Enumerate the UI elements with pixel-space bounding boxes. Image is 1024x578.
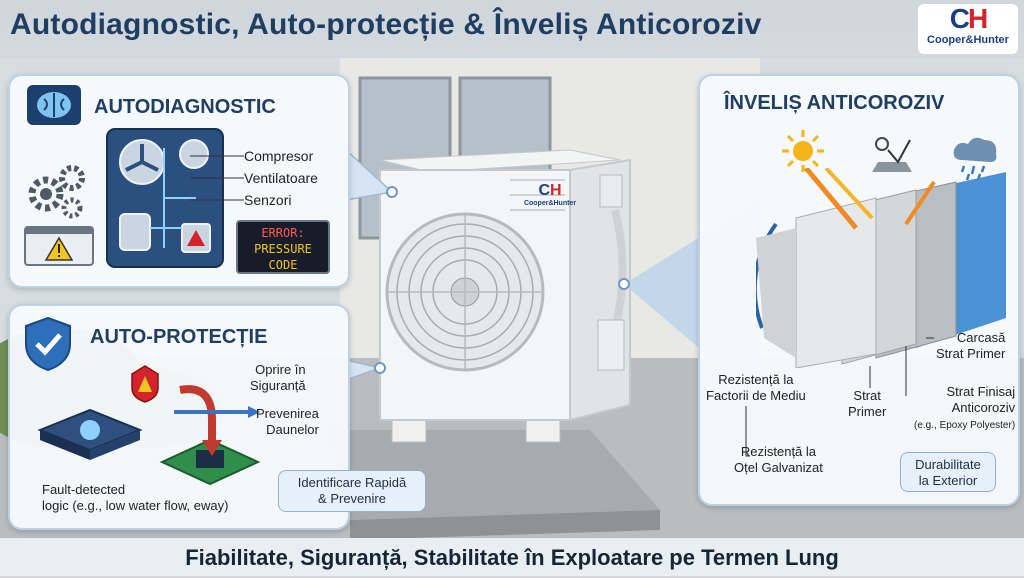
error-display: ERROR: PRESSURE CODE (236, 220, 330, 274)
unit-logo: CH Cooper&Hunter (520, 182, 580, 207)
error-line-1: ERROR: (261, 226, 305, 240)
outdoor-unit-illustration (330, 149, 660, 540)
durabilitate-line-2: la Exterior (918, 473, 978, 488)
durabilitate-callout: Durabilitate la Exterior (900, 452, 996, 492)
autoprotectie-heading: AUTO-PROTECȚIE (90, 326, 268, 348)
brain-icon (27, 85, 81, 125)
label-compresor: Compresor (244, 148, 314, 164)
gears-icon (28, 165, 85, 219)
sun-icon (782, 130, 824, 172)
logo-mark: CH (949, 3, 988, 34)
warning-window-icon (24, 226, 94, 266)
logo-text: Cooper&Hunter (927, 34, 1009, 46)
callout-line-1: Identificare Rapidă (297, 475, 407, 490)
identificare-callout: Identificare Rapidă & Prevenire (278, 470, 426, 512)
uv-reflection-icon (872, 137, 912, 172)
rain-cloud-icon (953, 137, 997, 181)
error-line-3: CODE (268, 258, 298, 272)
callout-line-2: & Prevenire (318, 491, 386, 506)
shield-check-icon (25, 316, 71, 372)
circuit-diagram-icon (106, 128, 224, 268)
page-title: Autodiagnostic, Auto-protecție & Înveliș… (10, 8, 762, 41)
unit-logo-text: Cooper&Hunter (523, 200, 577, 207)
autodiagnostic-heading: AUTODIAGNOSTIC (94, 96, 276, 118)
coating-layers-illustration (756, 168, 1006, 368)
footer-banner: Fiabilitate, Siguranță, Stabilitate în E… (0, 538, 1024, 576)
anticoroziv-heading: ÎNVELIȘ ANTICOROZIV (724, 92, 945, 114)
brand-logo: CH Cooper&Hunter (918, 4, 1018, 54)
autodiagnostic-panel: AUTODIAGNOSTIC Compresor Ventilatoare Se… (8, 74, 350, 288)
unit-logo-mark: CH (538, 182, 562, 199)
error-line-2: PRESSURE (254, 242, 312, 256)
layer-leader-lines (745, 337, 934, 457)
label-ventilatoare: Ventilatoare (244, 170, 318, 186)
durabilitate-line-1: Durabilitate (915, 457, 981, 472)
label-senzori: Senzori (244, 192, 292, 208)
label-connectors (190, 155, 244, 201)
protection-circuit-illustration (37, 365, 261, 486)
